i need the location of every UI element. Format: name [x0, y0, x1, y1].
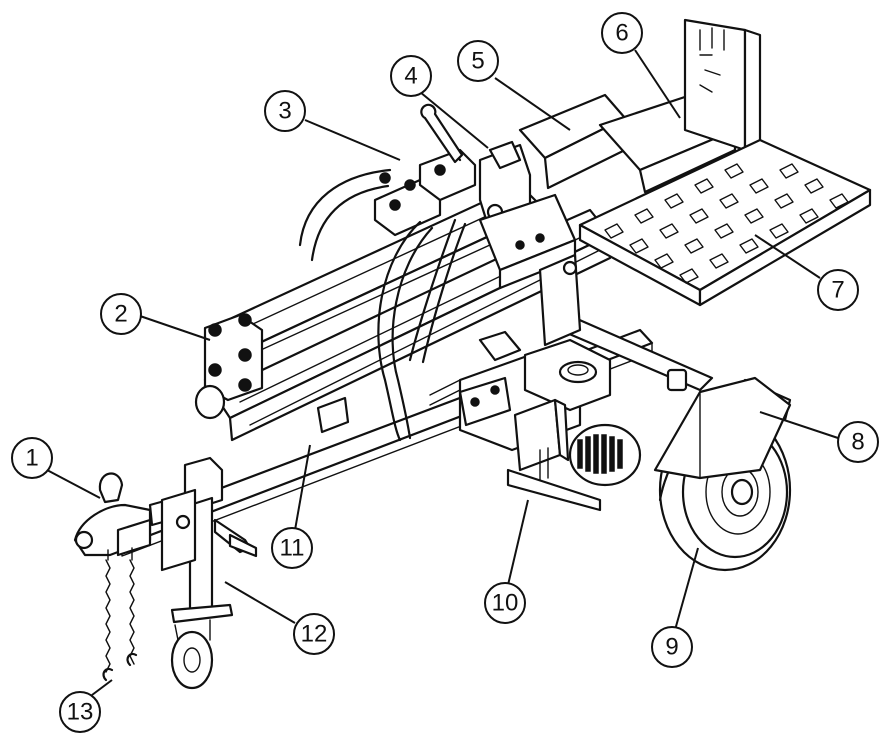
- leader-4: [419, 91, 489, 149]
- callout-1: 1: [11, 437, 53, 479]
- callout-label-7: 7: [831, 277, 844, 304]
- callout-12: 12: [293, 613, 335, 655]
- leader-13: [91, 679, 113, 696]
- callout-label-11: 11: [280, 535, 305, 562]
- callout-6: 6: [601, 12, 643, 54]
- end-plate: [683, 18, 762, 152]
- callout-3: 3: [264, 90, 306, 132]
- callout-10: 10: [484, 582, 526, 624]
- callout-label-13: 13: [67, 699, 94, 726]
- leader-5: [494, 77, 571, 131]
- callout-label-6: 6: [615, 20, 628, 47]
- pump: [429, 330, 522, 406]
- callout-7: 7: [817, 269, 859, 311]
- callout-5: 5: [457, 40, 499, 82]
- hydraulic-hoses: [377, 218, 467, 442]
- leader-12: [224, 581, 296, 624]
- leader-1: [46, 469, 101, 499]
- leader-3: [304, 119, 401, 161]
- callout-leaders: [46, 49, 839, 696]
- hydraulic-cylinder: [194, 183, 547, 420]
- leader-11: [294, 444, 311, 531]
- leader-2: [139, 315, 211, 341]
- callout-label-5: 5: [471, 48, 484, 75]
- callout-2: 2: [100, 293, 142, 335]
- callouts: 1 2 3 4 5 6 7 8: [11, 12, 879, 733]
- jack-stand: [160, 456, 258, 690]
- callout-label-2: 2: [114, 301, 127, 328]
- leader-10: [507, 499, 529, 586]
- leader-6: [634, 49, 681, 119]
- callout-label-1: 1: [25, 445, 38, 472]
- leader-9: [674, 547, 699, 631]
- callout-label-8: 8: [851, 429, 864, 456]
- safety-chains: [102, 547, 138, 682]
- machine-drawing: [73, 18, 872, 690]
- callout-label-10: 10: [492, 590, 519, 617]
- engine: [458, 338, 642, 512]
- log-tray: [578, 138, 872, 307]
- fender: [653, 376, 792, 480]
- callout-label-9: 9: [665, 634, 678, 661]
- leader-7: [754, 234, 821, 279]
- callout-label-12: 12: [301, 621, 328, 648]
- leader-8: [759, 411, 839, 439]
- callout-label-4: 4: [404, 63, 417, 90]
- ram-bracket: [478, 193, 582, 347]
- callout-9: 9: [651, 626, 693, 668]
- callout-11: 11: [271, 527, 313, 569]
- callout-8: 8: [837, 421, 879, 463]
- callout-label-3: 3: [278, 98, 291, 125]
- rear-wheel-arc: [298, 168, 392, 262]
- callout-13: 13: [59, 691, 101, 733]
- callout-4: 4: [390, 55, 432, 97]
